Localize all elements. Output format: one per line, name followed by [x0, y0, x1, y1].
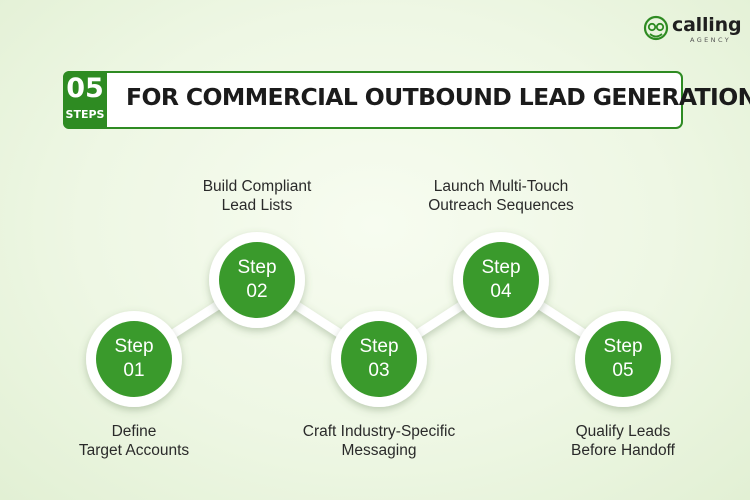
step-3-label: Craft Industry-Specific Messaging: [269, 422, 489, 460]
page-title: FOR COMMERCIAL OUTBOUND LEAD GENERATION: [126, 83, 750, 111]
step-3-label-line1: Craft Industry-Specific: [302, 423, 456, 440]
step-3-label-line2: Messaging: [341, 442, 417, 459]
step-1-word: Step: [114, 336, 154, 357]
step-5-label-line2: Before Handoff: [571, 442, 675, 459]
step-1-number: 01: [123, 360, 145, 381]
step-4-number: 04: [490, 281, 512, 302]
brand-name: calling: [672, 14, 742, 36]
step-5-label-line1: Qualify Leads: [575, 423, 671, 440]
step-2-text: Step 02: [217, 256, 297, 304]
step-1-label-line2: Target Accounts: [78, 442, 190, 459]
step-4-label-line2: Outreach Sequences: [428, 197, 574, 214]
step-1-text: Step 01: [94, 335, 174, 383]
step-4-label-line1: Launch Multi-Touch: [433, 178, 569, 195]
step-5-word: Step: [603, 336, 643, 357]
step-4-label: Launch Multi-Touch Outreach Sequences: [391, 177, 611, 215]
step-2-word: Step: [237, 257, 277, 278]
step-5-text: Step 05: [583, 335, 663, 383]
badge-number: 05: [66, 73, 104, 104]
step-circle-2: [209, 232, 305, 328]
step-3-number: 03: [368, 360, 390, 381]
step-2-label-line2: Lead Lists: [221, 197, 293, 214]
logo-icon: [643, 15, 669, 41]
step-5-label: Qualify Leads Before Handoff: [513, 422, 733, 460]
steps-badge: 05 STEPS: [63, 71, 107, 129]
step-1-label-line1: Define: [111, 423, 157, 440]
step-4-text: Step 04: [461, 256, 541, 304]
brand-subtitle: AGENCY: [690, 36, 732, 44]
step-2-number: 02: [246, 281, 268, 302]
step-circle-1: [86, 311, 182, 407]
step-2-label: Build Compliant Lead Lists: [147, 177, 367, 215]
step-4-word: Step: [481, 257, 521, 278]
step-circle-3: [331, 311, 427, 407]
step-3-word: Step: [359, 336, 399, 357]
step-3-text: Step 03: [339, 335, 419, 383]
badge-word: STEPS: [65, 108, 105, 121]
step-circle-5: [575, 311, 671, 407]
step-1-label: Define Target Accounts: [24, 422, 244, 460]
step-2-label-line1: Build Compliant: [202, 178, 312, 195]
step-5-number: 05: [612, 360, 634, 381]
step-circle-4: [453, 232, 549, 328]
